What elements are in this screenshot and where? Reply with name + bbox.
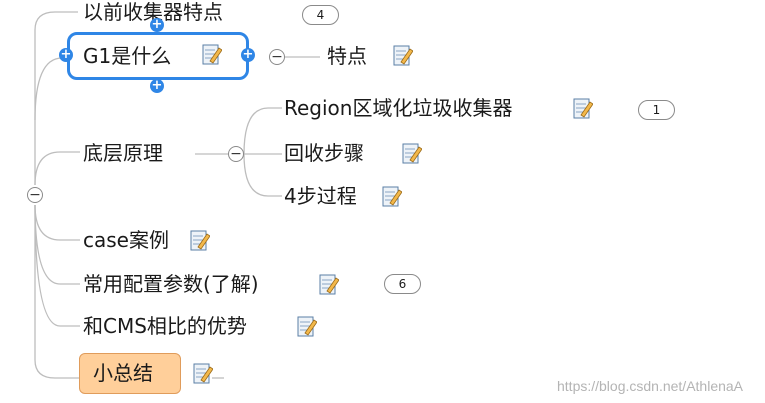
principle-collapse-button[interactable]: − [228, 146, 244, 162]
note-icon[interactable] [393, 45, 413, 67]
g1-collapse-button[interactable]: − [269, 49, 285, 65]
note-icon[interactable] [202, 44, 222, 66]
topic-common-params[interactable]: 常用配置参数(了解) [83, 272, 259, 296]
note-icon[interactable] [297, 316, 317, 338]
note-icon[interactable] [319, 274, 339, 296]
topic-four-steps[interactable]: 4步过程 [284, 184, 357, 208]
note-icon[interactable] [193, 363, 213, 385]
topic-case-examples[interactable]: case案例 [83, 228, 169, 252]
topic-features[interactable]: 特点 [327, 44, 367, 68]
add-topic-bottom-handle[interactable]: + [150, 78, 164, 93]
note-icon[interactable] [402, 143, 422, 165]
topic-region-collector[interactable]: Region区域化垃圾收集器 [284, 96, 513, 120]
note-icon[interactable] [382, 186, 402, 208]
child-count-badge[interactable]: 4 [302, 5, 339, 25]
note-icon[interactable] [190, 230, 210, 252]
summary-topic-box[interactable] [79, 353, 181, 394]
watermark-text: https://blog.csdn.net/AthlenaA [557, 378, 744, 394]
note-icon[interactable] [573, 98, 593, 120]
topic-summary[interactable]: 小总结 [93, 361, 153, 385]
topic-vs-cms[interactable]: 和CMS相比的优势 [83, 314, 247, 338]
add-topic-right-handle[interactable]: + [241, 47, 255, 62]
root-collapse-button[interactable]: − [27, 187, 43, 203]
topic-g1-what[interactable]: G1是什么 [83, 44, 172, 68]
topic-bottom-principle[interactable]: 底层原理 [83, 141, 163, 165]
child-count-badge[interactable]: 6 [384, 274, 421, 294]
add-topic-left-handle[interactable]: + [59, 47, 73, 62]
child-count-badge[interactable]: 1 [638, 100, 675, 120]
topic-recycle-steps[interactable]: 回收步骤 [284, 141, 364, 165]
add-topic-top-handle[interactable]: + [150, 17, 164, 32]
